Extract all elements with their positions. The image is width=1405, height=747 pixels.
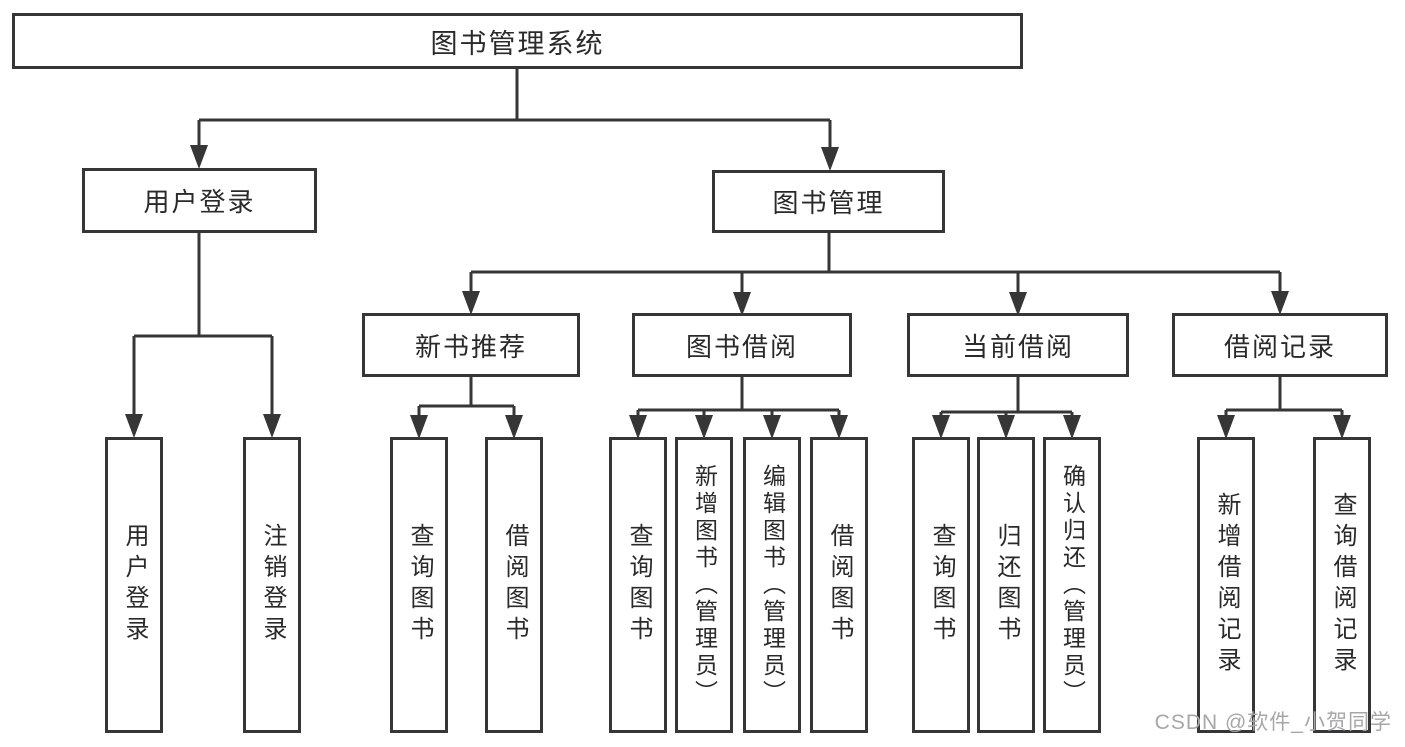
leaf-query-books-borrow: 查询图书	[609, 437, 667, 733]
node-label: 查询图书	[928, 523, 955, 647]
node-label: 图书管理系统	[430, 28, 605, 59]
node-label: 新书推荐	[414, 331, 527, 362]
leaf-query-books-recommend: 查询图书	[390, 437, 448, 733]
node-new-book-recommendation: 新书推荐	[362, 313, 580, 377]
leaf-add-borrow-record: 新增借阅记录	[1197, 437, 1255, 733]
node-label: 确认归还（管理员）	[1059, 463, 1086, 707]
node-label: 用户登录	[121, 523, 148, 647]
node-label: 图书借阅	[685, 331, 798, 362]
leaf-query-borrow-record: 查询借阅记录	[1313, 437, 1371, 733]
leaf-confirm-return-admin: 确认归还（管理员）	[1043, 437, 1101, 733]
node-label: 新增借阅记录	[1213, 492, 1240, 678]
node-label: 当前借阅	[961, 331, 1074, 362]
leaf-query-books-current: 查询图书	[912, 437, 970, 733]
node-label: 查询图书	[625, 523, 652, 647]
leaf-edit-books-admin: 编辑图书（管理员）	[743, 437, 801, 733]
node-label: 查询借阅记录	[1329, 492, 1356, 678]
csdn-watermark: CSDN @软件_小贺同学	[1154, 711, 1392, 734]
leaf-add-books-admin: 新增图书（管理员）	[675, 437, 733, 733]
node-label: 新增图书（管理员）	[691, 463, 718, 707]
leaf-user-login: 用户登录	[105, 437, 163, 733]
node-library-management-system: 图书管理系统	[12, 13, 1023, 69]
node-label: 查询图书	[406, 523, 433, 647]
node-user-login: 用户登录	[82, 168, 317, 233]
node-book-borrowing: 图书借阅	[632, 313, 852, 377]
node-label: 注销登录	[259, 523, 286, 647]
node-label: 编辑图书（管理员）	[759, 463, 786, 707]
node-label: 借阅图书	[826, 523, 853, 647]
leaf-return-books: 归还图书	[977, 437, 1035, 733]
leaf-borrow-books: 借阅图书	[810, 437, 868, 733]
node-borrowing-records: 借阅记录	[1172, 313, 1388, 377]
arrowhead-icons	[125, 145, 1351, 439]
node-label: 借阅图书	[501, 523, 528, 647]
leaf-logout: 注销登录	[243, 437, 301, 733]
node-book-management: 图书管理	[712, 170, 945, 233]
leaf-borrow-books-recommend: 借阅图书	[485, 437, 543, 733]
node-label: 图书管理	[772, 188, 885, 218]
node-label: 用户登录	[143, 187, 256, 217]
node-label: 借阅记录	[1223, 331, 1336, 362]
node-current-borrowing: 当前借阅	[907, 313, 1129, 377]
node-label: 归还图书	[993, 523, 1020, 647]
